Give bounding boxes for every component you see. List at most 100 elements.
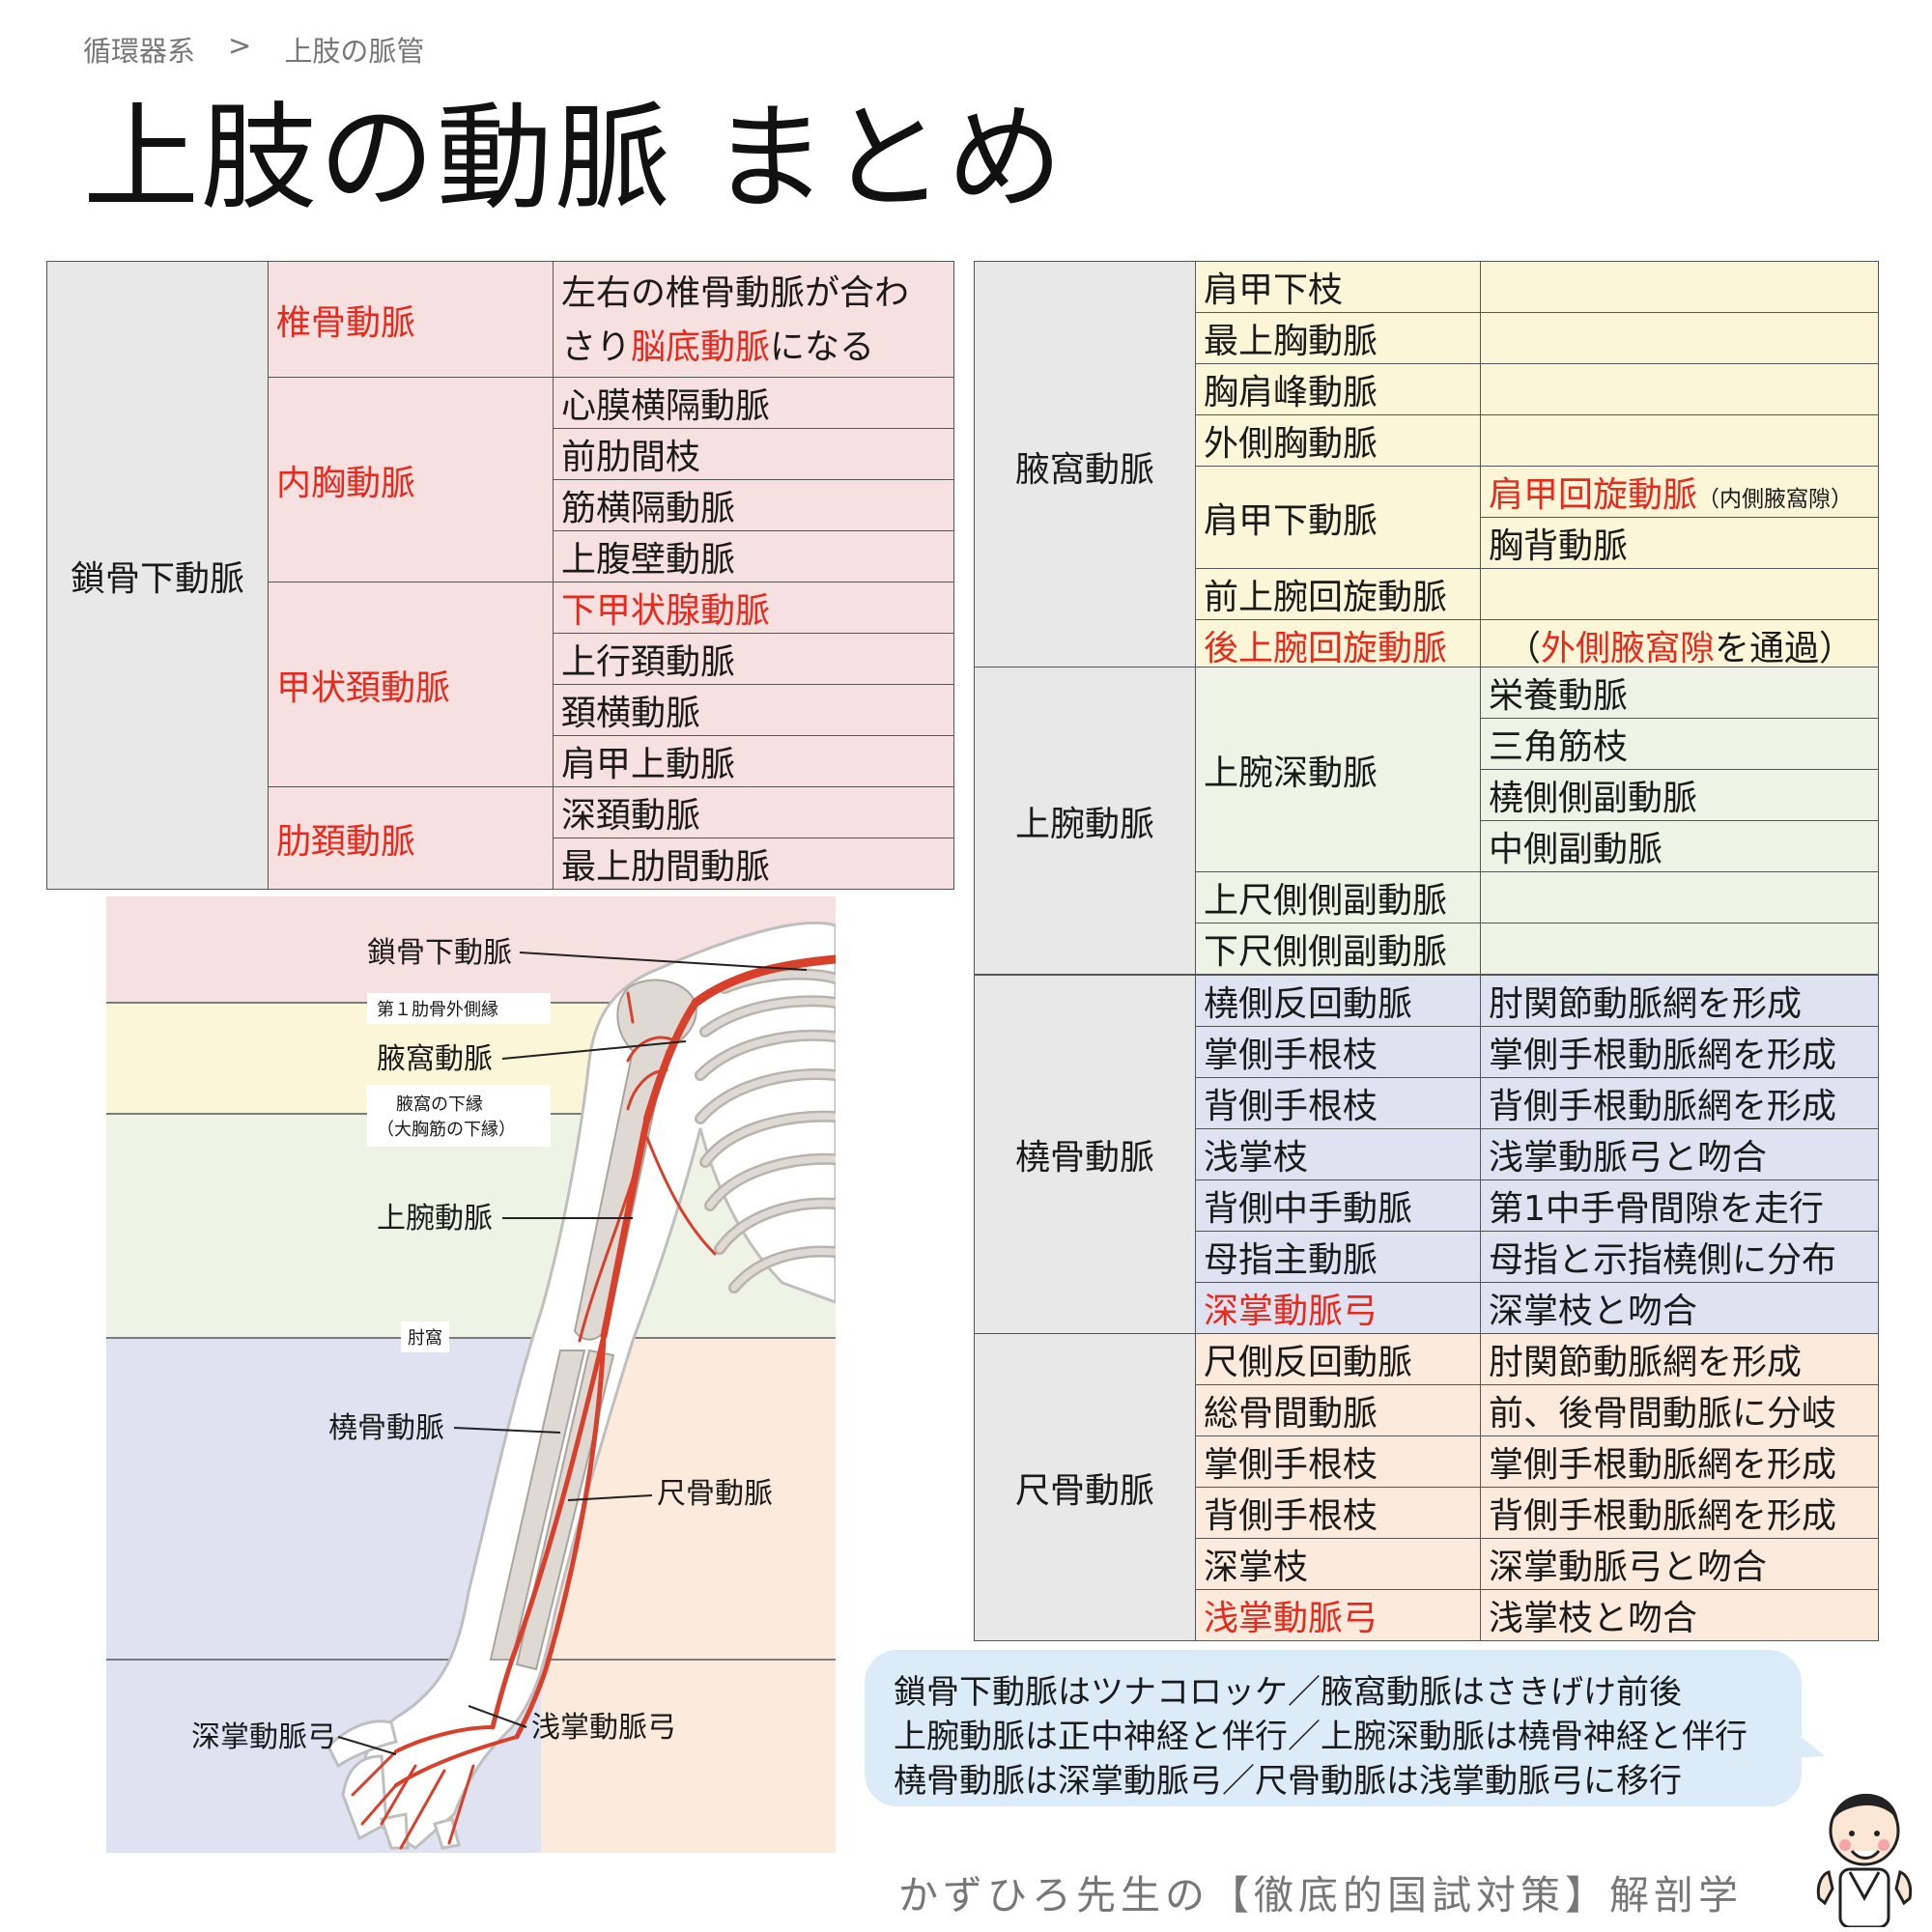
- leader-line: [468, 1705, 527, 1728]
- breadcrumb: 循環器系 > 上肢の脈管: [83, 29, 424, 70]
- lateral-axillary-space-text: 外側腋窩隙: [1541, 629, 1716, 668]
- branch-cell: 前上腕回旋動脈: [1195, 568, 1481, 620]
- branch-cell: 上尺側側副動脈: [1195, 871, 1481, 923]
- desc-cell: 肘関節動脈網を形成: [1480, 975, 1879, 1027]
- breadcrumb-current: 上肢の脈管: [284, 35, 425, 68]
- forearm-bones: [489, 1349, 615, 1671]
- subbranch-cell: 肩甲回旋動脈（内側腋窩隙）: [1480, 466, 1879, 518]
- diagram-label-superficial-arch: 浅掌動脈弓: [531, 1711, 676, 1745]
- brachial-artery-path: [600, 1115, 651, 1340]
- branch-cell: 下尺側側副動脈: [1195, 923, 1481, 975]
- vertebral-artery-cell: 椎骨動脈: [268, 261, 554, 378]
- branch-cell: 最上肋間動脈: [553, 838, 954, 890]
- subbranch-cell: 三角筋枝: [1480, 718, 1879, 770]
- thyrocervical-cell: 甲状頚動脈: [268, 582, 554, 787]
- branch-cell: 胸肩峰動脈: [1195, 363, 1481, 415]
- branch-cell: 後上腕回旋動脈: [1195, 619, 1481, 671]
- ulnar-table: 尺骨動脈 尺側反回動脈 肘関節動脈網を形成 総骨間動脈前、後骨間動脈に分岐 掌側…: [974, 1333, 1879, 1641]
- page-title: 上肢の動脈 まとめ: [83, 92, 1065, 226]
- desc-cell: 前、後骨間動脈に分岐: [1480, 1384, 1879, 1436]
- radial-artery-path: [490, 1333, 607, 1730]
- empty-cell: [1480, 312, 1879, 364]
- footer-credit: かずひろ先生の【徹底的国試対策】解剖学: [898, 1872, 1743, 1918]
- diagram-label-axillary: 腋窩動脈: [377, 1042, 493, 1076]
- subbranch-cell: 栄養動脈: [1480, 667, 1879, 719]
- empty-cell: [1480, 363, 1879, 415]
- diagram-label-axilla-lower-2: （大胸筋の下縁）: [377, 1120, 516, 1140]
- arm-artery-diagram: 鎖骨下動脈 第１肋骨外側縁 腋窩動脈 腋窩の下縁 （大胸筋の下縁） 上腕動脈 肘…: [106, 896, 836, 1853]
- subclavian-artery-path: [691, 954, 836, 1008]
- vertebral-desc-2a: さり: [561, 327, 632, 367]
- desc-cell: 背側手根動脈網を形成: [1480, 1077, 1879, 1129]
- empty-cell: [1480, 261, 1879, 313]
- desc-cell: 掌側手根動脈網を形成: [1480, 1435, 1879, 1488]
- diagram-label-radial: 橈骨動脈: [328, 1411, 444, 1445]
- deep-brachial-path: [578, 1146, 644, 1343]
- note-open: （: [1506, 629, 1542, 668]
- mnemonic-bubble: [865, 1650, 1802, 1806]
- diagram-label-subclavian: 鎖骨下動脈: [367, 936, 512, 970]
- desc-cell: 背側手根動脈網を形成: [1480, 1487, 1879, 1539]
- branch-cell: 背側中手動脈: [1195, 1179, 1481, 1232]
- internal-thoracic-cell: 内胸動脈: [268, 377, 554, 582]
- diagram-label-axilla-lower-1: 腋窩の下縁: [396, 1094, 483, 1115]
- mnemonic-line-2: 上腕動脈は正中神経と伴行／上腕深動脈は橈骨神経と伴行: [894, 1718, 1747, 1756]
- leader-line: [501, 1040, 687, 1060]
- branch-cell: 深掌枝: [1195, 1538, 1481, 1590]
- finger-arteries: [351, 1749, 475, 1850]
- empty-cell: [1480, 923, 1879, 975]
- branch-cell: 浅掌枝: [1195, 1128, 1481, 1180]
- branch-cell: 最上胸動脈: [1195, 312, 1481, 364]
- subbranch-cell: 橈側側副動脈: [1480, 769, 1879, 821]
- branch-cell: 尺側反回動脈: [1195, 1333, 1481, 1385]
- brachial-table: 上腕動脈 上腕深動脈 栄養動脈 三角筋枝 橈側側副動脈 中側副動脈 上尺側側副動…: [974, 667, 1879, 975]
- branch-cell: 肩甲下動脈: [1195, 466, 1481, 569]
- vertebral-desc-line1: 左右の椎骨動脈が合わ: [561, 272, 910, 313]
- branch-cell: 母指主動脈: [1195, 1231, 1481, 1283]
- branch-cell: 外側胸動脈: [1195, 414, 1481, 467]
- desc-cell: 掌側手根動脈網を形成: [1480, 1026, 1879, 1078]
- leader-line: [567, 1494, 653, 1501]
- posterior-note-cell: （外側腋窩隙を通過）: [1480, 619, 1879, 671]
- empty-cell: [1480, 568, 1879, 620]
- desc-cell: 第1中手骨間隙を走行: [1480, 1179, 1879, 1232]
- diagram-label-brachial: 上腕動脈: [377, 1202, 493, 1236]
- empty-cell: [1480, 414, 1879, 467]
- branch-cell: 深掌動脈弓: [1195, 1282, 1481, 1334]
- vertebral-desc-cell: 左右の椎骨動脈が合わ さり脳底動脈になる: [553, 261, 954, 378]
- empty-cell: [1480, 871, 1879, 923]
- basilar-artery-text: 脳底動脈: [631, 327, 771, 367]
- mnemonic-line-1: 鎖骨下動脈はツナコロッケ／腋窩動脈はさきげけ前後: [894, 1673, 1682, 1712]
- branch-cell: 深頚動脈: [553, 786, 954, 838]
- desc-cell: 浅掌動脈弓と吻合: [1480, 1128, 1879, 1180]
- leader-line: [337, 1736, 397, 1755]
- subbranch-cell: 中側副動脈: [1480, 820, 1879, 872]
- vertebral-desc-2c: になる: [770, 327, 875, 367]
- bubble-tail: [1792, 1729, 1825, 1758]
- circumflex-scapular-text: 肩甲回旋動脈: [1489, 475, 1698, 515]
- breadcrumb-parent[interactable]: 循環器系: [83, 35, 196, 68]
- label-bg: [401, 1321, 449, 1352]
- label-bg: [367, 993, 551, 1024]
- circumflex-note: （内側腋窩隙）: [1697, 487, 1854, 512]
- axillary-branches: [626, 991, 717, 1256]
- teacher-icon: [1816, 1793, 1913, 1927]
- costocervical-cell: 肋頚動脈: [268, 786, 554, 890]
- subbranch-cell: 胸背動脈: [1480, 517, 1879, 569]
- axillary-main-cell: 腋窩動脈: [974, 261, 1196, 671]
- desc-cell: 深掌動脈弓と吻合: [1480, 1538, 1879, 1590]
- branch-cell: 掌側手根枝: [1195, 1435, 1481, 1488]
- radial-table: 橈骨動脈 橈側反回動脈 肘関節動脈網を形成 掌側手根枝掌側手根動脈網を形成 背側…: [974, 975, 1879, 1334]
- desc-cell: 母指と示指橈側に分布: [1480, 1231, 1879, 1283]
- axillary-table: 腋窩動脈 肩甲下枝 最上胸動脈 胸肩峰動脈 外側胸動脈 肩甲下動脈 肩甲回旋動脈…: [974, 261, 1879, 671]
- desc-cell: 深掌枝と吻合: [1480, 1282, 1879, 1334]
- branch-cell: 背側手根枝: [1195, 1487, 1481, 1539]
- mnemonic-line-3: 橈骨動脈は深掌動脈弓／尺骨動脈は浅掌動脈弓に移行: [894, 1762, 1682, 1801]
- branch-cell: 心膜横隔動脈: [553, 377, 954, 429]
- desc-cell: 浅掌枝と吻合: [1480, 1589, 1879, 1641]
- diagram-label-cubital-fossa: 肘窩: [408, 1328, 442, 1349]
- deep-brachial-cell: 上腕深動脈: [1195, 667, 1481, 872]
- artery-paths: [351, 954, 836, 1850]
- desc-cell: 肘関節動脈網を形成: [1480, 1333, 1879, 1385]
- label-bg: [367, 1085, 551, 1147]
